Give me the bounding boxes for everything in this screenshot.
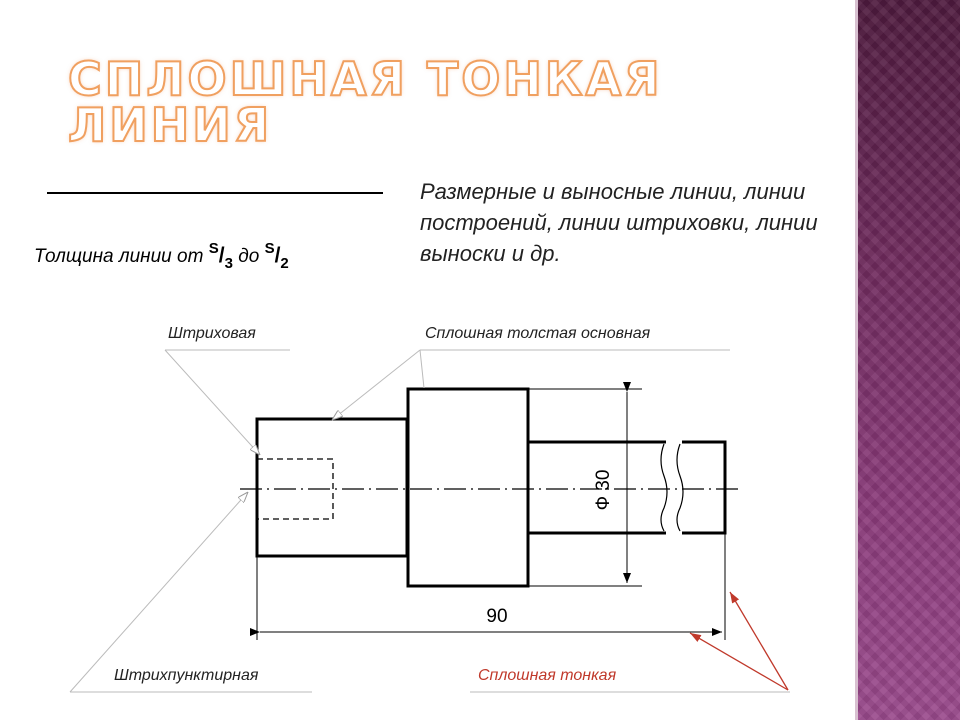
slide-title: СПЛОШНАЯ ТОНКАЯ ЛИНИЯ [67, 52, 663, 152]
thickness-mid: до [238, 246, 260, 267]
left-step [255, 417, 409, 558]
line-thickness-note: Толщина линии от S/3 до S/2 [34, 240, 289, 272]
to-numerator: S [264, 240, 275, 257]
thick-leader-b [419, 349, 425, 389]
to-denominator: 2 [280, 255, 289, 272]
sample-thin-line [47, 192, 383, 194]
dashed-label: Штриховая [168, 325, 256, 342]
diameter-value: Ф 30 [593, 470, 614, 511]
thin-leader-a [729, 591, 789, 691]
decorative-side-band [858, 0, 960, 720]
from-denominator: 3 [224, 255, 233, 272]
break-line-right [676, 443, 684, 532]
break-lines [660, 443, 684, 532]
thickness-from-fraction: S/3 [208, 240, 233, 272]
middle-collar [406, 387, 530, 588]
line-usage-description: Размерные и выносные линии, линии постро… [420, 179, 818, 266]
thin-label: Сплошная тонкая [478, 667, 617, 684]
length-value: 90 [486, 606, 507, 627]
thickness-prefix: Толщина линии от [34, 246, 204, 267]
break-line-left [660, 443, 668, 532]
thin-leader-b [689, 632, 789, 691]
length-extension-lines [256, 533, 726, 640]
dash-dot-label: Штрихпунктирная [114, 667, 259, 684]
diameter-extension-lines [528, 388, 642, 587]
side-band-edge [855, 0, 858, 720]
dashed-leader [164, 349, 260, 455]
thick-outline [255, 387, 727, 588]
from-numerator: S [208, 240, 219, 257]
thick-leader-a [332, 349, 421, 420]
thick-main-label: Сплошная толстая основная [425, 325, 651, 342]
thickness-to-fraction: S/2 [264, 240, 289, 272]
right-step-top [528, 440, 727, 535]
dash-dot-leader [69, 492, 248, 693]
